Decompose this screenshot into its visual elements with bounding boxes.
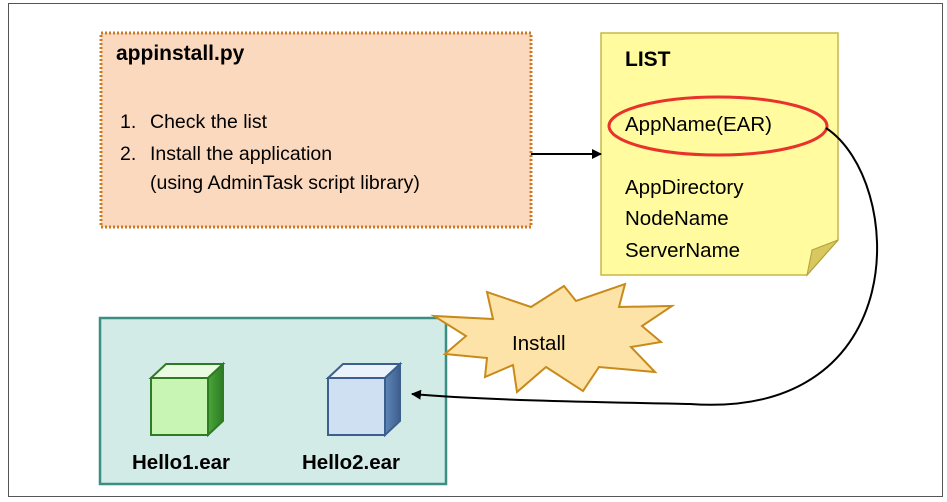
list-note-fold: [806, 239, 839, 277]
step-1-text: Check the list: [150, 111, 268, 133]
highlight-ellipse: [607, 95, 829, 157]
script-box: [99, 31, 533, 229]
script-title: appinstall.py: [116, 42, 245, 65]
cube-icon: [325, 361, 403, 438]
list-title: LIST: [625, 48, 671, 71]
hello2-ear-label: Hello2.ear: [302, 451, 400, 474]
list-item-servername: ServerName: [625, 239, 741, 262]
install-burst: [430, 282, 676, 394]
list-item-appname: AppName(EAR): [625, 113, 772, 136]
hello1-ear-label: Hello1.ear: [132, 451, 230, 474]
arrow-install-curve: [411, 127, 879, 406]
list-item-nodename: NodeName: [625, 207, 729, 230]
cube-icon: [148, 361, 226, 438]
step-2-number: 2.: [120, 143, 137, 165]
step-2-text: Install the application: [150, 143, 333, 165]
step-1-number: 1.: [120, 111, 137, 133]
install-label: Install: [512, 332, 566, 355]
step-2-note: (using AdminTask script library): [150, 172, 420, 194]
list-item-appdirectory: AppDirectory: [625, 176, 744, 199]
